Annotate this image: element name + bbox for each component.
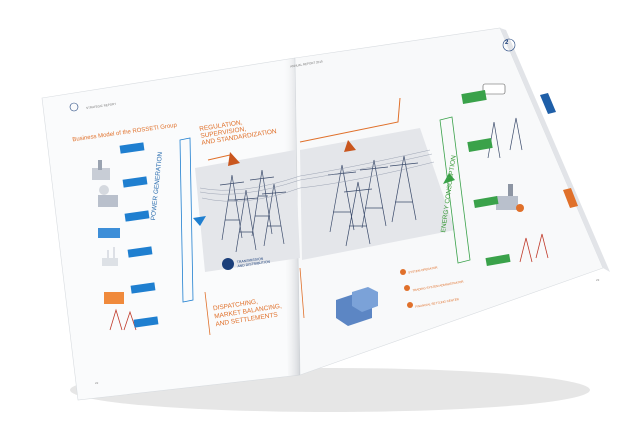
regulation-arrow-left: [228, 152, 240, 166]
section-tab-number: 2: [505, 40, 509, 46]
system-operator-icon: [400, 269, 406, 275]
dispatch-buildings: [336, 287, 378, 326]
consumption-arrow: [443, 173, 455, 184]
right-platform: [300, 128, 455, 260]
power-arrow: [193, 216, 206, 226]
settling-center-icon: [407, 302, 413, 308]
generation-icons: [92, 160, 137, 331]
power-lines-right: [299, 149, 435, 189]
page-number-right: 23: [596, 278, 600, 282]
energy-consumption-frame: [439, 116, 471, 264]
power-generation-frame: [179, 137, 194, 303]
pylons-left: [219, 169, 287, 253]
dispatch-bracket: [204, 267, 305, 336]
regulation-arrow-right: [344, 140, 356, 152]
section-number-badge: [502, 38, 516, 52]
trading-admin-icon: [404, 285, 410, 291]
header-logo-icon: [69, 102, 79, 112]
page-edge: [500, 28, 610, 272]
regulation-bracket: [207, 97, 401, 161]
page-number-left: 22: [95, 381, 99, 385]
left-platform: [195, 150, 300, 272]
power-lines-left: [199, 175, 301, 202]
section-tab-orange: [563, 188, 578, 208]
rosseti-logo-icon: [222, 258, 234, 270]
section-tab-blue: [540, 93, 556, 114]
